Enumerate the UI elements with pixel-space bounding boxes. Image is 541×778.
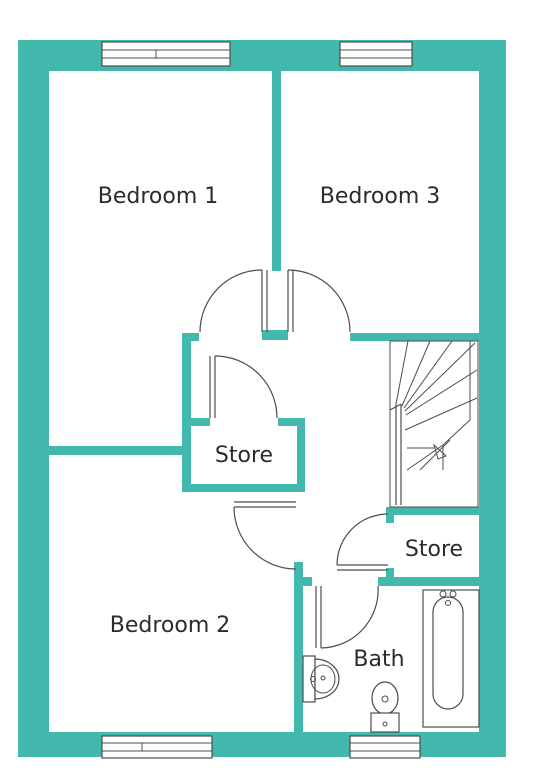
toilet	[370, 681, 400, 733]
wall-bed1-bed3-stub	[272, 330, 281, 340]
label-bedroom3: Bedroom 3	[320, 184, 441, 209]
wall-bath-top-right	[378, 577, 479, 586]
door-bath	[315, 585, 379, 649]
label-store-right: Store	[405, 537, 463, 562]
wall-bed2-right	[294, 562, 303, 732]
door-bedroom2	[233, 501, 297, 570]
outer-wall-left	[18, 40, 49, 757]
label-bedroom1: Bedroom 1	[98, 184, 219, 209]
interior-walls	[49, 71, 479, 732]
bathtub	[422, 589, 480, 728]
wall-door-jamb-right	[279, 330, 288, 340]
outer-wall-top	[18, 40, 506, 71]
wall-bed3-bottom	[350, 333, 479, 341]
door-store-left	[209, 355, 278, 419]
wall-bed1-bed2	[49, 446, 183, 455]
room-labels: Bedroom 1 Bedroom 3 Store Store Bedroom …	[98, 184, 463, 672]
wall-store-left-top-right	[278, 418, 305, 426]
wall-bath-top-left	[294, 577, 312, 586]
wall-store-left-right	[297, 418, 305, 491]
door-bedroom3	[287, 269, 351, 333]
wall-landing-top-stub	[182, 333, 199, 341]
outer-walls	[18, 40, 506, 757]
wall-right-store-top	[386, 507, 479, 515]
doors	[199, 269, 389, 649]
basin	[302, 655, 340, 703]
wall-right-store-left-lower	[386, 568, 394, 586]
outer-wall-right	[479, 40, 506, 757]
label-store-left: Store	[215, 443, 273, 468]
door-store-right	[336, 513, 389, 571]
door-bedroom1	[199, 269, 268, 333]
window-bedroom1	[101, 41, 231, 67]
wall-door-jamb-left	[262, 330, 274, 340]
staircase	[389, 340, 479, 508]
window-bath	[349, 735, 421, 759]
wall-bed1-bed3	[272, 71, 281, 271]
wall-landing-left	[182, 333, 191, 491]
wall-right-store-left	[386, 507, 394, 523]
label-bedroom2: Bedroom 2	[110, 613, 231, 638]
label-bath: Bath	[353, 647, 404, 672]
bathroom-fixtures	[302, 589, 480, 733]
outer-wall-bottom	[18, 732, 506, 757]
windows	[101, 41, 421, 759]
wall-store-left-top	[191, 418, 210, 426]
window-bedroom2	[101, 735, 213, 759]
wall-store-left-bottom	[182, 484, 305, 492]
window-bedroom3	[339, 41, 413, 67]
